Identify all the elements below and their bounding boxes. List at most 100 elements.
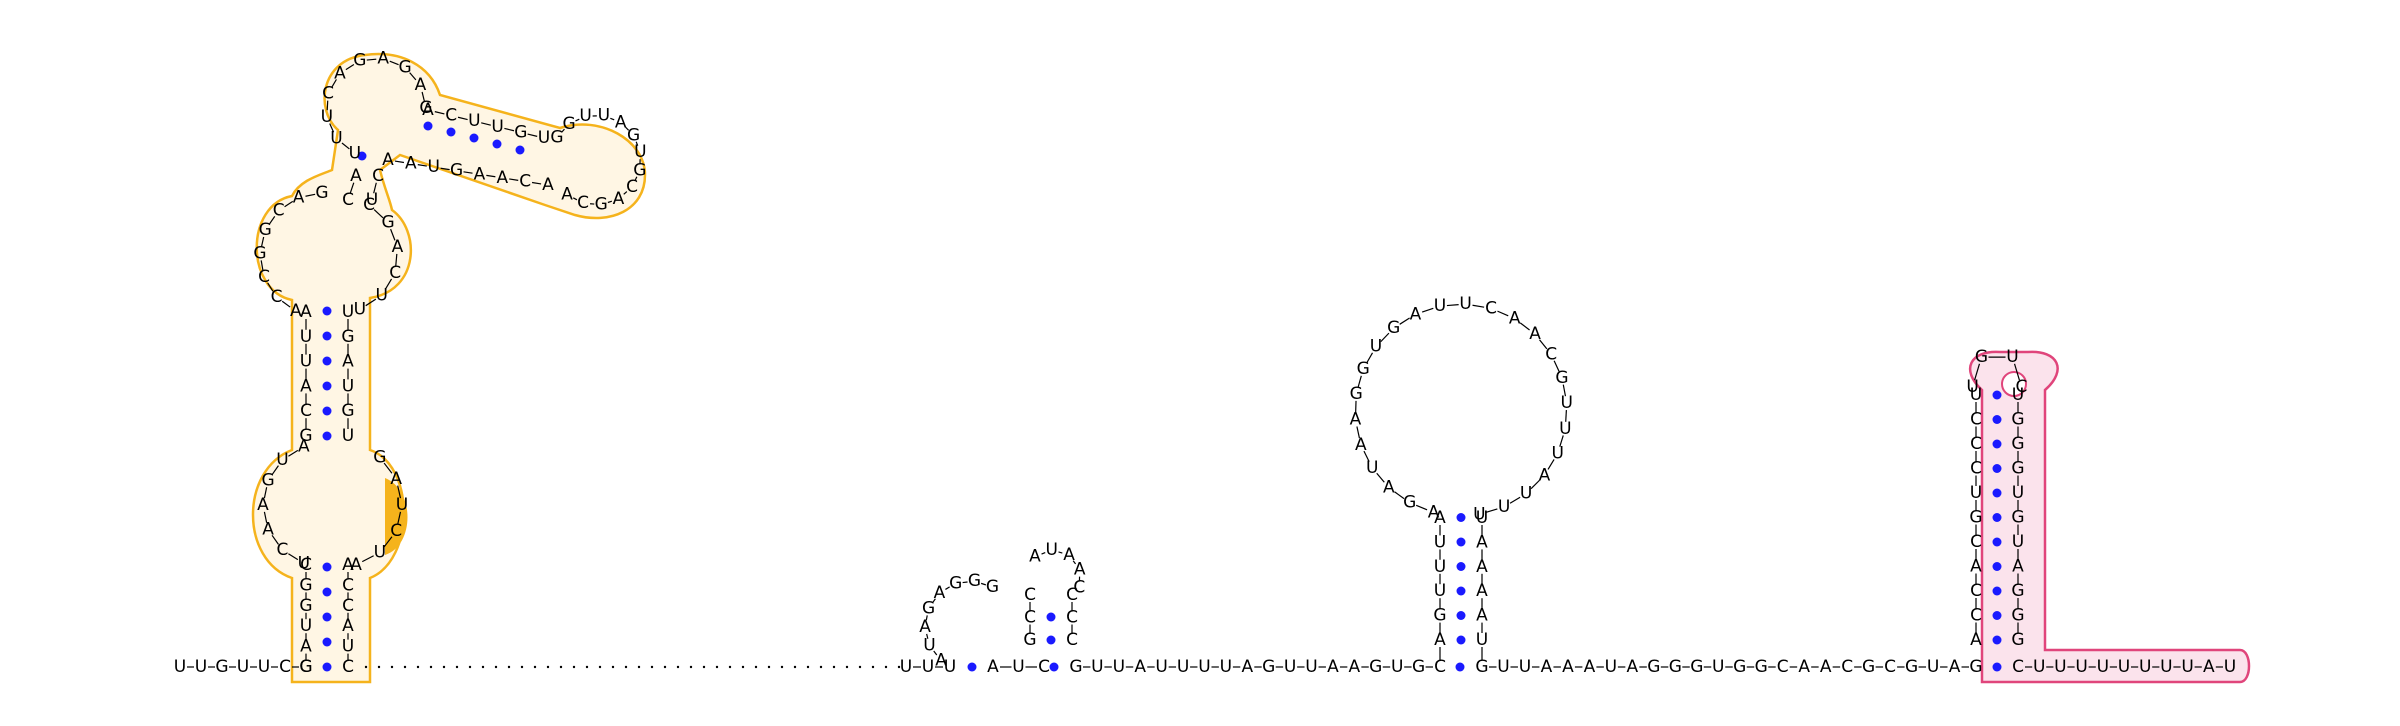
gap-dot bbox=[767, 665, 771, 669]
terminator-nucleotide: G bbox=[2011, 606, 2024, 626]
arm-nucleotide: C bbox=[445, 106, 457, 126]
orange-domain-outline bbox=[251, 52, 647, 684]
loop-nucleotide: U bbox=[321, 107, 333, 127]
stem-nucleotide: G bbox=[341, 401, 354, 421]
stem-nucleotide: C bbox=[372, 166, 384, 186]
backbone-link bbox=[486, 174, 496, 178]
backbone-link bbox=[925, 615, 928, 621]
backbone-link bbox=[271, 465, 279, 476]
hairpin3-loop-nucleotide: U bbox=[1366, 458, 1378, 478]
backbone-link bbox=[390, 228, 396, 241]
linker-nucleotide: U bbox=[922, 657, 934, 677]
gap-dot bbox=[442, 665, 446, 669]
backbone-link bbox=[1041, 552, 1046, 555]
backbone-link bbox=[1565, 410, 1567, 422]
gap-dot bbox=[793, 665, 797, 669]
hairpin3-loop-nucleotide: A bbox=[1383, 478, 1395, 498]
hairpin2-nucleotide: C bbox=[1024, 585, 1036, 605]
linker-nucleotide: G bbox=[1905, 657, 1918, 677]
three-prime-nucleotide: U bbox=[2160, 657, 2172, 677]
loop-nucleotide: G bbox=[353, 51, 366, 71]
base-pair-dot bbox=[322, 406, 332, 416]
linker-nucleotide: G bbox=[1755, 657, 1768, 677]
base-pair-dot bbox=[322, 612, 332, 622]
gap-dot bbox=[897, 665, 901, 669]
loop-nucleotide: U bbox=[349, 143, 361, 163]
orange-highlight-patch bbox=[385, 478, 408, 555]
stem-nucleotide: G bbox=[299, 575, 312, 595]
linker-nucleotide: C bbox=[1841, 657, 1853, 677]
backbone-link bbox=[1562, 384, 1567, 397]
backbone-link bbox=[575, 118, 580, 122]
loop-nucleotide: G bbox=[398, 57, 411, 77]
loop-nucleotide: U bbox=[330, 129, 342, 149]
backbone-link bbox=[926, 633, 929, 639]
gap-dot bbox=[858, 665, 862, 669]
arm-nucleotide: U bbox=[427, 157, 439, 177]
loop-nucleotide: G bbox=[595, 195, 608, 215]
linker-nucleotide: A bbox=[1798, 657, 1810, 677]
linker-nucleotide: A bbox=[1241, 657, 1253, 677]
hairpin3-loop-nucleotide: G bbox=[1403, 493, 1416, 513]
hairpin3-loop-nucleotide: U bbox=[1434, 296, 1446, 316]
stem-nucleotide: C bbox=[342, 575, 354, 595]
backbone-link bbox=[1485, 508, 1498, 513]
three-prime-nucleotide: U bbox=[2224, 657, 2236, 677]
backbone-link bbox=[1559, 435, 1564, 447]
linker-nucleotide: A bbox=[1327, 657, 1339, 677]
linker-nucleotide: U bbox=[1091, 657, 1103, 677]
arm-nucleotide: U bbox=[538, 128, 550, 148]
linker-nucleotide: G bbox=[1369, 657, 1382, 677]
arm-nucleotide: G bbox=[450, 161, 463, 181]
loop-nucleotide: G bbox=[381, 213, 394, 233]
gap-dot bbox=[884, 665, 888, 669]
terminator-loop-nucleotide: U bbox=[2006, 347, 2018, 367]
loop-nucleotide: U bbox=[298, 553, 310, 573]
linker-nucleotide: A bbox=[1949, 657, 1961, 677]
terminator-nucleotide: C bbox=[1970, 459, 1982, 479]
three-prime-nucleotide: U bbox=[2033, 657, 2045, 677]
backbone-link bbox=[1363, 450, 1370, 462]
base-pair-dot bbox=[1456, 562, 1466, 571]
loop-nucleotide: C bbox=[389, 263, 401, 283]
base-pair-dot bbox=[1992, 635, 2002, 645]
backbone-link bbox=[331, 79, 337, 88]
hairpin3-loop-nucleotide: G bbox=[1357, 359, 1370, 379]
arm-nucleotide: A bbox=[496, 168, 508, 188]
terminator-nucleotide: U bbox=[2012, 532, 2024, 552]
terminator-nucleotide: G bbox=[2011, 434, 2024, 454]
loop-nucleotide: C bbox=[258, 267, 270, 287]
hairpin3-nucleotide: U bbox=[1476, 630, 1488, 650]
backbone-link bbox=[288, 553, 299, 561]
hairpin3-loop-nucleotide: G bbox=[1387, 318, 1400, 338]
hairpin2-nucleotide: C bbox=[1024, 608, 1036, 628]
hairpin3-loop-nucleotide: U bbox=[1561, 393, 1573, 413]
linker-nucleotide: G bbox=[1969, 657, 1982, 677]
stem-nucleotide: A bbox=[342, 555, 354, 575]
base-pair-dot bbox=[967, 662, 977, 672]
backbone-link bbox=[373, 209, 384, 219]
linker-nucleotide: G bbox=[1690, 657, 1703, 677]
backbone-link bbox=[394, 160, 405, 164]
hairpin3-nucleotide: A bbox=[1476, 581, 1488, 601]
gap-dot bbox=[689, 665, 693, 669]
hairpin3-loop-nucleotide: G bbox=[1350, 384, 1363, 404]
backbone-link bbox=[349, 182, 355, 194]
base-pair-dot bbox=[1992, 439, 2002, 449]
base-pair-dot bbox=[1456, 513, 1466, 522]
stem-nucleotide: C bbox=[300, 401, 312, 421]
gap-dot bbox=[845, 665, 849, 669]
loop-nucleotide: A bbox=[615, 112, 627, 132]
hairpin3-nucleotide: G bbox=[1433, 606, 1446, 626]
stem-nucleotide: C bbox=[342, 657, 354, 677]
loop-nucleotide: U bbox=[579, 106, 591, 126]
stem-nucleotide: U bbox=[366, 190, 378, 210]
backbone-link bbox=[1547, 459, 1555, 470]
hairpin2-nucleotide: C bbox=[1066, 608, 1078, 628]
gap-dot bbox=[832, 665, 836, 669]
backbone-link bbox=[531, 181, 542, 185]
gap-dot bbox=[624, 665, 628, 669]
backbone-link bbox=[1553, 360, 1560, 372]
backbone-link bbox=[345, 63, 355, 71]
